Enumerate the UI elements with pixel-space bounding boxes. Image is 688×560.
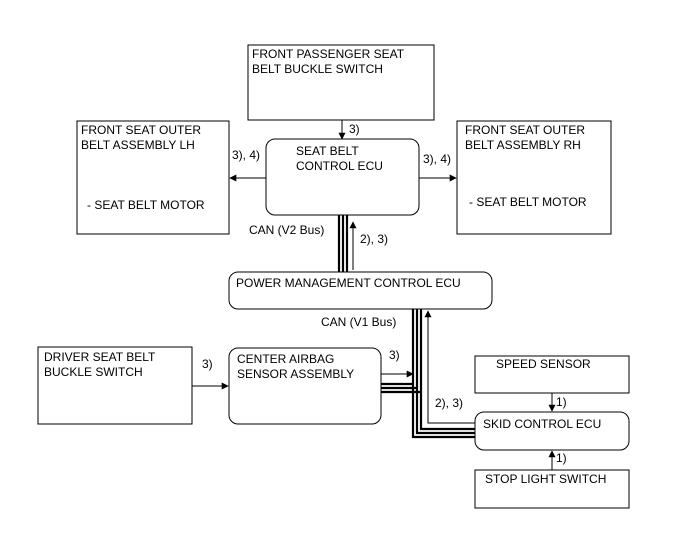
power-management-control-ecu-label: POWER MANAGEMENT CONTROL ECU <box>236 276 461 290</box>
skid-control-ecu-box <box>474 411 630 451</box>
can-v1-bus-line <box>381 309 475 439</box>
front-seat-outer-belt-rh-line1: FRONT SEAT OUTER <box>465 123 585 137</box>
center-airbag-sensor-assembly-line1: CENTER AIRBAG <box>237 352 334 366</box>
skid-to-bus-arrow <box>424 310 475 424</box>
stoplight-to-skid-label: 1) <box>556 451 567 465</box>
front-seat-outer-belt-lh-motor: - SEAT BELT MOTOR <box>87 198 205 212</box>
skid-control-ecu-label: SKID CONTROL ECU <box>483 417 601 431</box>
ecu-to-lh-label: 3), 4) <box>232 148 260 162</box>
seat-belt-control-ecu-line2: CONTROL ECU <box>296 159 383 173</box>
skid-to-bus-label: 2), 3) <box>435 396 463 410</box>
front-seat-outer-belt-rh-box <box>456 120 612 235</box>
airbag-to-bus-label: 3) <box>389 348 400 362</box>
ecu-to-rh-label: 3), 4) <box>423 152 451 166</box>
can-v2-bus-label: CAN (V2 Bus) <box>249 223 324 237</box>
front-seat-outer-belt-lh-line2: BELT ASSEMBLY LH <box>81 138 195 152</box>
v2-signal-label: 2), 3) <box>360 232 388 246</box>
front-passenger-buckle-switch-box <box>247 44 435 121</box>
power-management-control-ecu-box <box>228 271 493 310</box>
speed-to-skid-label: 1) <box>556 395 567 409</box>
front-seat-outer-belt-lh-box <box>76 120 230 235</box>
passenger-to-ecu-label: 3) <box>349 122 360 136</box>
front-seat-outer-belt-rh-line2: BELT ASSEMBLY RH <box>465 138 581 152</box>
front-passenger-buckle-switch-line1: FRONT PASSENGER SEAT <box>252 47 405 61</box>
driver-to-airbag-label: 3) <box>202 357 213 371</box>
seat-belt-control-ecu-line1: SEAT BELT <box>296 144 359 158</box>
driver-seat-buckle-switch-line2: BUCKLE SWITCH <box>44 365 143 379</box>
speed-sensor-label: SPEED SENSOR <box>496 357 591 371</box>
driver-seat-buckle-switch-line1: DRIVER SEAT BELT <box>44 350 156 364</box>
front-seat-outer-belt-lh-line1: FRONT SEAT OUTER <box>81 123 201 137</box>
center-airbag-sensor-assembly-box <box>228 347 382 425</box>
front-seat-outer-belt-rh-motor: - SEAT BELT MOTOR <box>469 195 587 209</box>
can-v1-bus-label: CAN (V1 Bus) <box>321 315 396 329</box>
front-passenger-buckle-switch-line2: BELT BUCKLE SWITCH <box>252 62 383 76</box>
can-v2-bus-line <box>337 215 349 272</box>
stop-light-switch-label: STOP LIGHT SWITCH <box>485 472 606 486</box>
center-airbag-sensor-assembly-line2: SENSOR ASSEMBLY <box>237 367 354 381</box>
